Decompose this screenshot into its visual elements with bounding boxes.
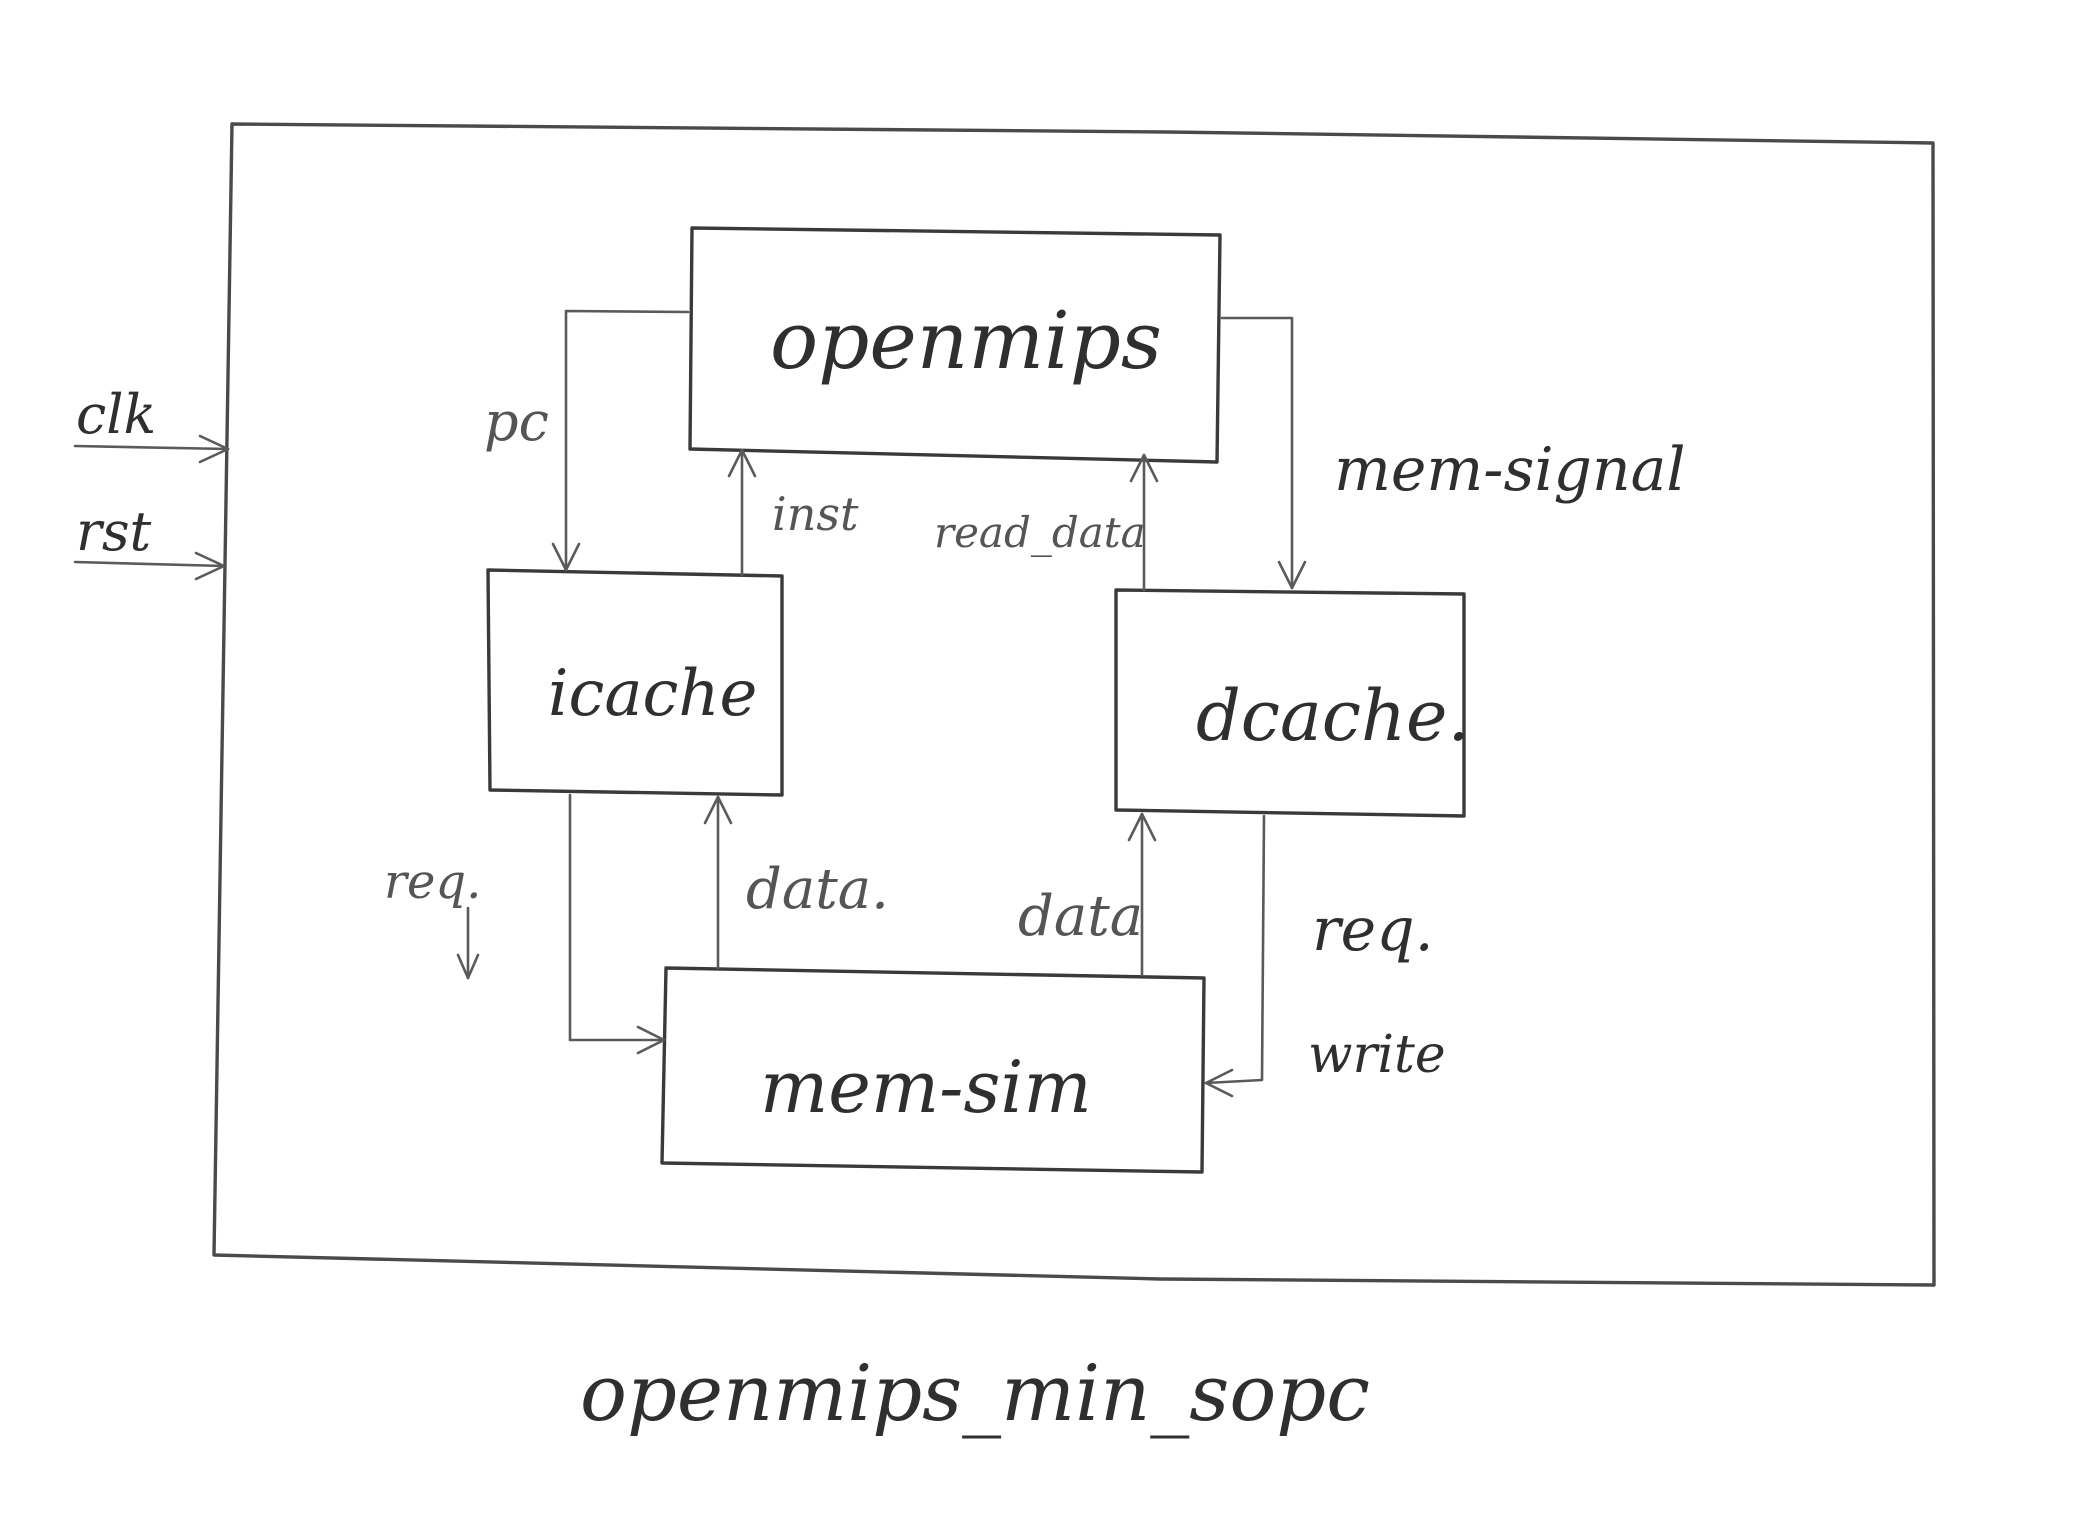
icache-data-wire [703,795,733,970]
dcache-data-label: data [1018,884,1143,949]
soc-frame [212,122,1936,1287]
dcache-req-label: req. [1312,895,1434,965]
dcache-data-wire [1127,812,1157,977]
read-data-label: read_data [934,508,1146,557]
dcache-req-wire [1204,814,1266,1098]
dcache-label: dcache. [1196,675,1470,757]
openmips-label: openmips [770,294,1162,387]
mem-signal-label: mem-signal [1334,435,1686,505]
clk-input-arrow [73,434,230,464]
rst-label: rst [76,500,152,563]
mem-signal-wire [1220,316,1307,590]
dcache-write-label: write [1308,1025,1446,1085]
clk-label: clk [76,383,156,446]
icache-box [486,568,784,797]
openmips-box [688,226,1222,464]
diagram-caption: openmips_min_sopc [580,1349,1370,1439]
pc-label: pc [484,390,549,453]
inst-label: inst [772,487,859,541]
icache-req-down-arrow [456,906,480,980]
dcache-box [1114,588,1466,818]
inst-wire [727,448,757,577]
icache-label: icache [548,657,757,731]
icache-req-label: req. [384,854,481,910]
read-data-wire [1129,453,1159,592]
pc-wire [551,309,690,572]
rst-input-arrow [73,551,226,581]
mem-sim-label: mem-sim [760,1045,1092,1129]
icache-req-wire [568,793,666,1055]
mem-sim-box [660,966,1206,1174]
icache-data-label: data. [746,857,889,922]
